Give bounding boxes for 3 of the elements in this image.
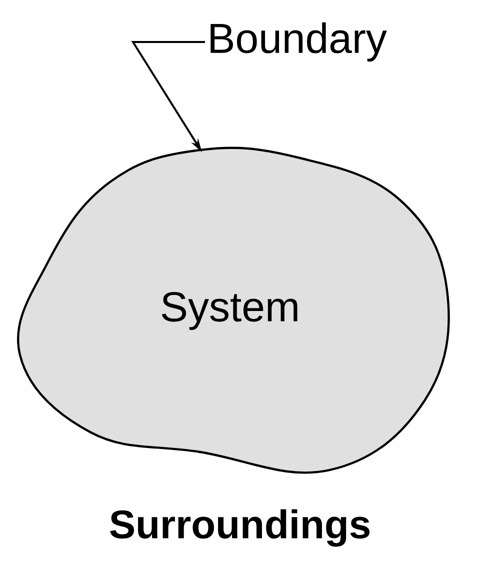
system-blob: System — [16, 146, 450, 474]
surroundings-label: Surroundings — [110, 509, 370, 547]
boundary-label: Boundary — [210, 22, 387, 62]
